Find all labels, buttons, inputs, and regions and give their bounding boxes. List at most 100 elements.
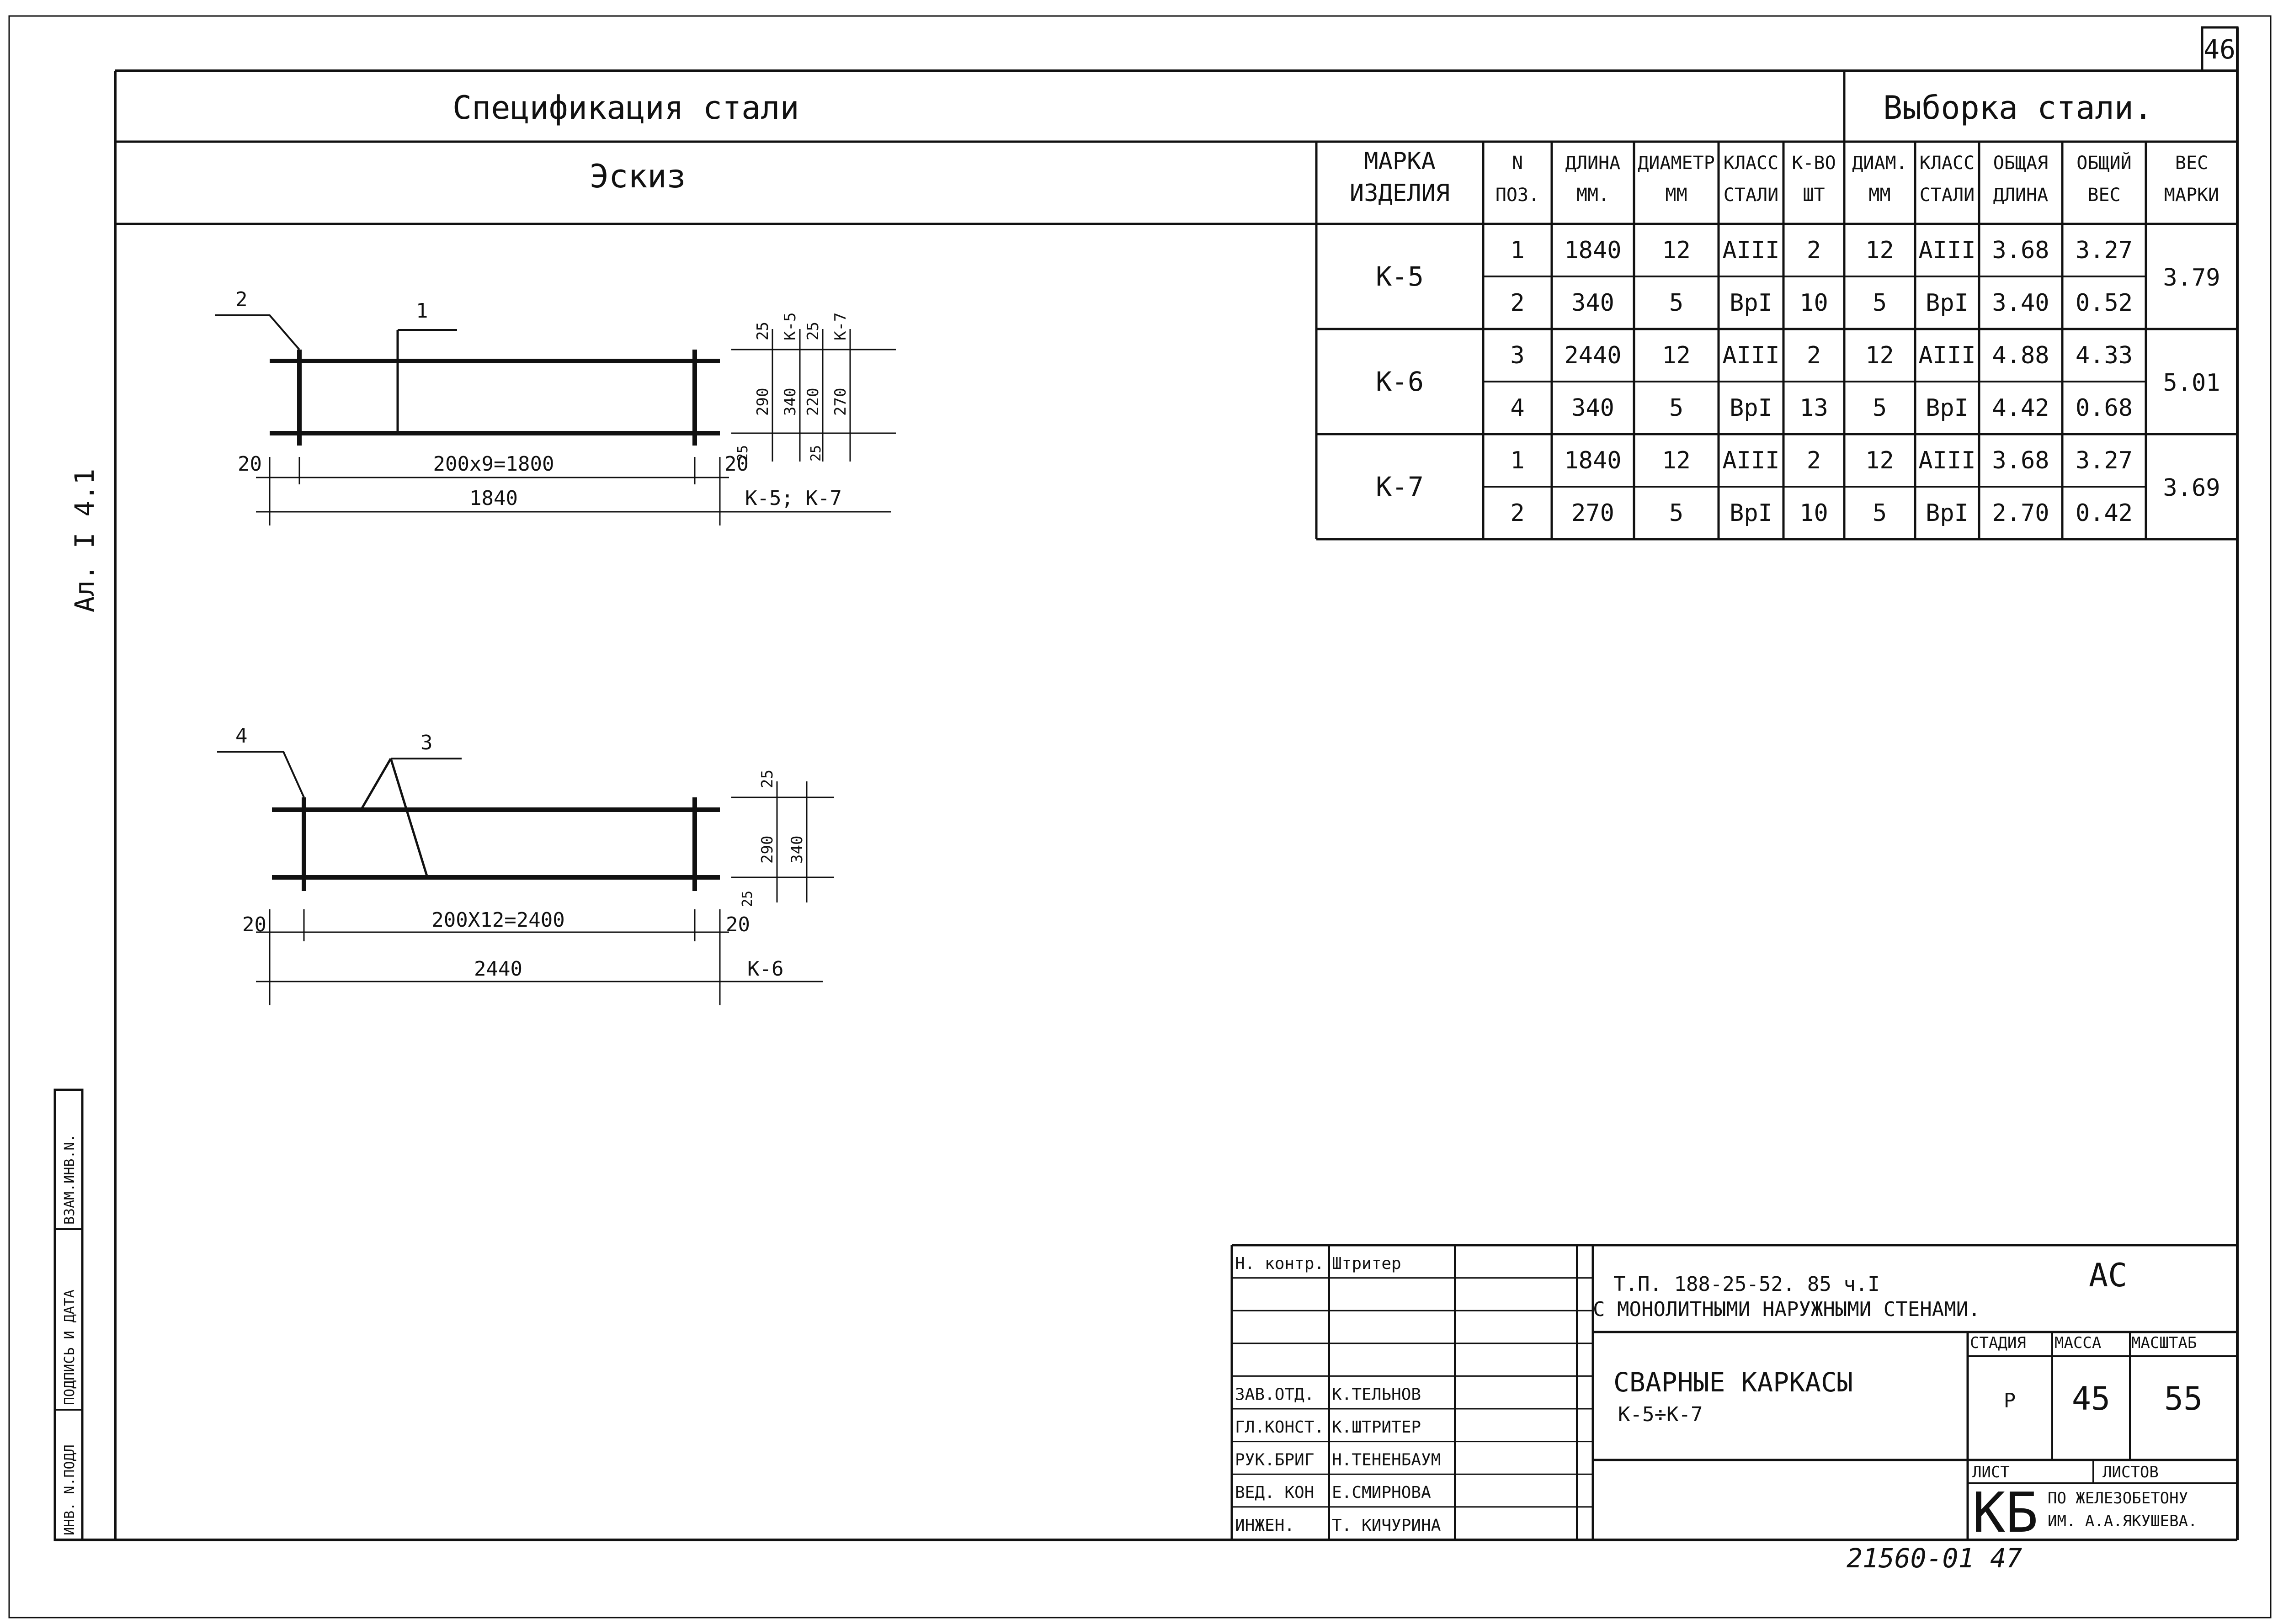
org-code: КБ <box>1972 1481 2038 1545</box>
k5-dim-inner: 290 <box>754 388 772 416</box>
table-cell: ВрI <box>1926 394 1969 422</box>
sketch2-pos-3: 3 <box>420 731 433 754</box>
table-header-6: ДИАМ. <box>1852 153 1907 174</box>
k5-label: К-5 <box>781 313 799 340</box>
project-subtitle: С МОНОЛИТНЫМИ НАРУЖНЫМИ СТЕНАМИ. <box>1593 1298 1980 1321</box>
table-header-3: ДИАМЕТР <box>1638 153 1715 174</box>
table-cell: 12 <box>1662 342 1691 369</box>
table-cell: 10 <box>1799 499 1828 527</box>
table-cell: 5 <box>1669 289 1683 317</box>
table-cell: 340 <box>1571 289 1614 317</box>
sample-title: Выборка стали. <box>1883 89 2153 127</box>
table-cell: 4 <box>1510 394 1524 422</box>
stage-value: Р <box>2004 1389 2016 1412</box>
table-cell: АIII <box>1722 237 1779 264</box>
mass-label: МАССА <box>2054 1334 2101 1352</box>
table-header-5: К-ВО <box>1792 153 1836 174</box>
tb-name: К.ТЕЛЬНОВ <box>1332 1385 1421 1404</box>
table-cell: 1 <box>1510 447 1524 474</box>
table-header-1-line2: ПОЗ. <box>1496 185 1539 206</box>
table-cell: АIII <box>1918 447 1975 474</box>
sheet-number-box: 46 <box>2201 26 2239 72</box>
sheet-number: 46 <box>2203 34 2235 65</box>
table-cell: 3.68 <box>1992 237 2049 264</box>
sketch1-marks: К-5; К-7 <box>745 487 842 510</box>
table-header-2-line2: ММ. <box>1576 185 1609 206</box>
table-cell: 3.27 <box>2076 237 2133 264</box>
table-cell: 270 <box>1571 499 1614 527</box>
k6-dim-inner: 290 <box>758 836 777 864</box>
sketch2-total: 2440 <box>474 957 522 981</box>
tb-role: ЗАВ.ОТД. <box>1235 1385 1314 1404</box>
table-cell: 0.68 <box>2076 394 2133 422</box>
spec-title: Спецификация стали <box>452 89 799 127</box>
table-header-10-line2: МАРКИ <box>2164 185 2219 206</box>
table-cell: 12 <box>1662 237 1691 264</box>
table-cell: 4.42 <box>1992 394 2049 422</box>
table-header-7: КЛАСС <box>1920 153 1975 174</box>
sketch1-span: 200х9=1800 <box>433 452 554 476</box>
table-cell: 2 <box>1510 289 1524 317</box>
k5-dim-top: 25 <box>754 322 772 340</box>
table-mark: К-7 <box>1376 471 1424 502</box>
drawing-title: СВАРНЫЕ КАРКАСЫ <box>1613 1367 1853 1398</box>
frame <box>8 15 2272 1619</box>
table-cell: ВрI <box>1730 289 1772 317</box>
table-header-5-line2: ШТ <box>1803 185 1825 206</box>
k7-label: К-7 <box>831 313 850 340</box>
sketch2-span: 200Х12=2400 <box>431 908 564 932</box>
table-mark-weight: 3.69 <box>2163 474 2220 502</box>
footer-code: 21560-01 47 <box>1847 1543 2022 1574</box>
table-cell: 12 <box>1662 447 1691 474</box>
table-header-3-line2: ММ <box>1665 185 1687 206</box>
table-cell: 2 <box>1807 237 1821 264</box>
table-header-2: ДЛИНА <box>1565 153 1620 174</box>
tb-role: ИНЖЕН. <box>1235 1516 1294 1535</box>
left-stamp: ИНВ. N.ПОДЛ ПОДПИСЬ И ДАТА ВЗАМ.ИНВ.N. <box>53 1088 84 1541</box>
table-cell: 5 <box>1669 499 1683 527</box>
k6-dim-outer: 340 <box>788 836 806 864</box>
k5-dim-bottom: 25 <box>735 445 751 462</box>
table-cell: 1840 <box>1564 447 1621 474</box>
table-cell: 13 <box>1799 394 1828 422</box>
sketch-title: Эскиз <box>590 158 686 195</box>
tb-role: РУК.БРИГ <box>1235 1451 1314 1470</box>
sketch1-total: 1840 <box>469 487 518 510</box>
table-cell: 3.27 <box>2076 447 2133 474</box>
table-cell: ВрI <box>1730 394 1772 422</box>
table-header-4-line2: СТАЛИ <box>1724 185 1778 206</box>
table-cell: 4.33 <box>2076 342 2133 369</box>
drawing-subtitle: К-5÷К-7 <box>1618 1403 1703 1426</box>
scale-value: 55 <box>2164 1380 2203 1417</box>
table-cell: 340 <box>1571 394 1614 422</box>
table-mark-weight: 3.79 <box>2163 264 2220 292</box>
table-header-8-line2: ДЛИНА <box>1993 185 2048 206</box>
table-mark: К-6 <box>1376 366 1424 397</box>
table-header-1: N <box>1512 153 1523 174</box>
sketch1-pos-2: 2 <box>235 288 248 311</box>
table-header-10: ВЕС <box>2175 153 2208 174</box>
k6-dim-bottom: 25 <box>740 891 756 907</box>
table-header-4: КЛАСС <box>1724 153 1778 174</box>
sketch-k5-k7 <box>215 314 896 525</box>
tb-name: Е.СМИРНОВА <box>1332 1483 1431 1502</box>
spec-table: МАРКАИЗДЕЛИЯNПОЗ.ДЛИНАММ.ДИАМЕТРММКЛАССС… <box>1315 71 2239 541</box>
project-code: Т.П. 188-25-52. 85 ч.I <box>1613 1273 1880 1296</box>
table-cell: 12 <box>1865 342 1894 369</box>
tb-name: Н.ТЕНЕНБАУМ <box>1332 1451 1441 1470</box>
tb-name: Т. КИЧУРИНА <box>1332 1516 1441 1535</box>
stamp-original: ИНВ. N.ПОДЛ <box>62 1444 78 1535</box>
mass-value: 45 <box>2072 1380 2110 1417</box>
table-cell: 3 <box>1510 342 1524 369</box>
table-cell: АIII <box>1918 237 1975 264</box>
stamp-replacement: ВЗАМ.ИНВ.N. <box>62 1134 78 1225</box>
table-cell: 1840 <box>1564 237 1621 264</box>
stamp-signature: ПОДПИСЬ И ДАТА <box>62 1290 78 1405</box>
sketch1-pos-1: 1 <box>416 299 428 323</box>
tb-role: Н. контр. <box>1235 1254 1324 1273</box>
sketch2-mark: К-6 <box>747 957 783 981</box>
tb-role: ГЛ.КОНСТ. <box>1235 1418 1324 1437</box>
table-cell: 4.88 <box>1992 342 2049 369</box>
stage-label: СТАДИЯ <box>1970 1334 2026 1352</box>
